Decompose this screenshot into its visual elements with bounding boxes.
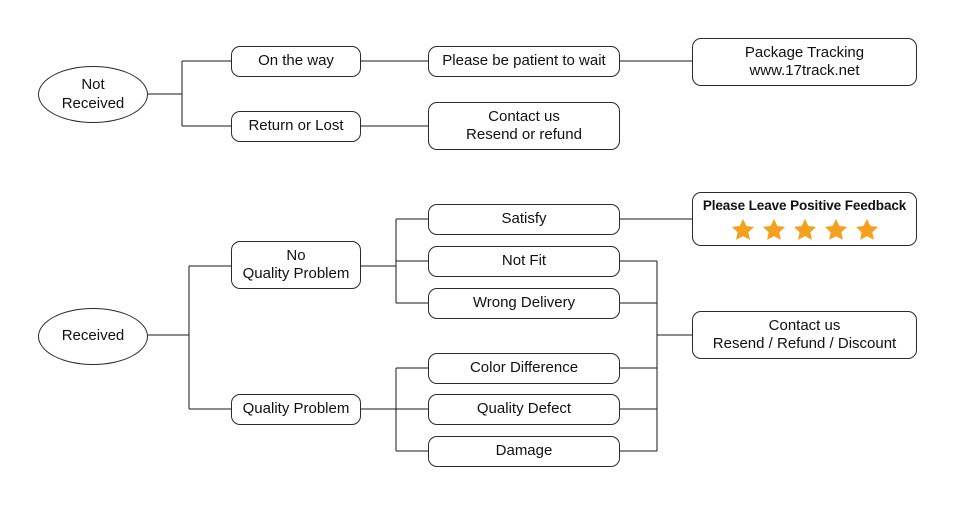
node-contact-resend-refund-discount[interactable]: Contact us Resend / Refund / Discount [692, 311, 917, 359]
node-contact-resend-refund[interactable]: Contact us Resend or refund [428, 102, 620, 150]
node-color-difference[interactable]: Color Difference [428, 353, 620, 384]
node-on-the-way[interactable]: On the way [231, 46, 361, 77]
node-received[interactable]: Received [38, 308, 148, 365]
node-return-or-lost[interactable]: Return or Lost [231, 111, 361, 142]
node-not-fit[interactable]: Not Fit [428, 246, 620, 277]
node-satisfy[interactable]: Satisfy [428, 204, 620, 235]
node-please-be-patient[interactable]: Please be patient to wait [428, 46, 620, 77]
node-wrong-delivery[interactable]: Wrong Delivery [428, 288, 620, 319]
node-leave-positive-feedback[interactable]: Please Leave Positive Feedback [692, 192, 917, 246]
node-no-quality-problem[interactable]: No Quality Problem [231, 241, 361, 289]
star-icon [793, 218, 816, 240]
star-icon [762, 218, 785, 240]
node-not-received[interactable]: Not Received [38, 66, 148, 123]
star-icon [824, 218, 847, 240]
node-quality-problem[interactable]: Quality Problem [231, 394, 361, 425]
feedback-label: Please Leave Positive Feedback [702, 198, 907, 214]
node-damage[interactable]: Damage [428, 436, 620, 467]
node-quality-defect[interactable]: Quality Defect [428, 394, 620, 425]
star-icon [731, 218, 754, 240]
star-icon [855, 218, 878, 240]
star-rating[interactable] [730, 217, 880, 242]
node-package-tracking[interactable]: Package Tracking www.17track.net [692, 38, 917, 86]
